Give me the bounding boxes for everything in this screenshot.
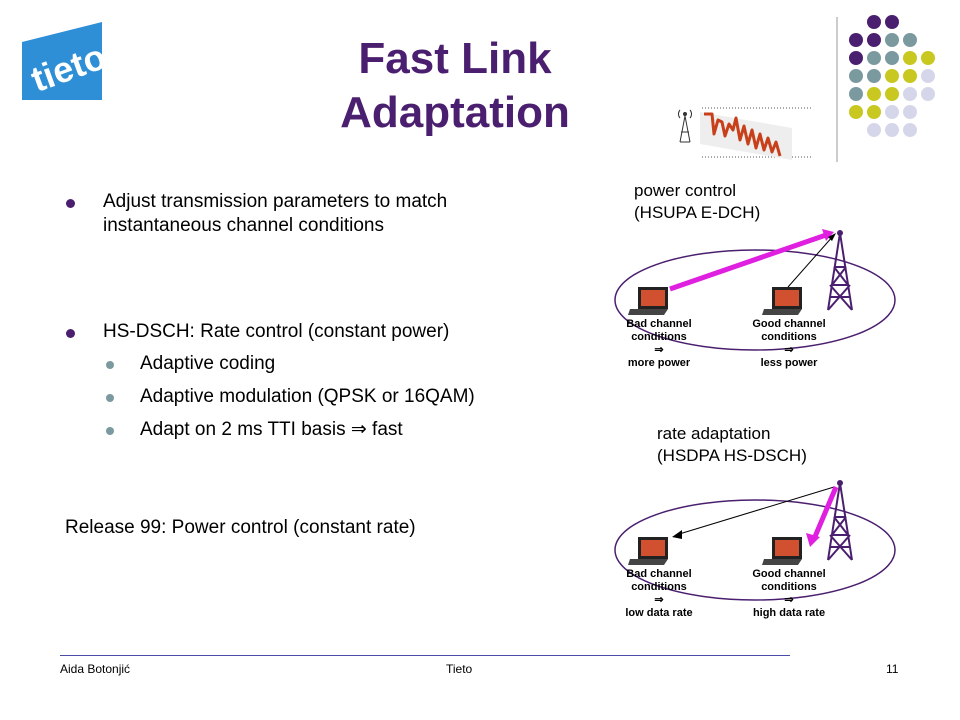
rate-adaptation-line-1: rate adaptation [657, 424, 771, 443]
label-line: Bad channel [626, 568, 692, 580]
power-control-line-2: (HSUPA E-DCH) [634, 203, 761, 222]
base-station-tower-icon [827, 230, 853, 311]
sub-bullet-item: Adapt on 2 ms TTI basis ⇒ fast [106, 418, 560, 442]
signal-fading-illustration [672, 100, 817, 162]
footer-company: Tieto [446, 662, 473, 676]
bullet-item: HS-DSCH: Rate control (constant power) [66, 320, 543, 344]
rate-adaptation-line-2: (HSDPA HS-DSCH) [657, 446, 807, 465]
base-station-tower-icon [827, 480, 853, 561]
sub-bullet-text: Adaptive coding [140, 353, 276, 374]
label-line: less power [760, 357, 818, 369]
bullet-item: Adjust transmission parameters to match … [66, 190, 543, 238]
power-control-diagram [600, 225, 900, 355]
label-line: more power [627, 357, 691, 369]
rate-adaptation-diagram [600, 475, 900, 605]
label-line: ⇒ [784, 594, 794, 606]
release-note: Release 99: Power control (constant rate… [65, 516, 525, 540]
label-line: ⇒ [654, 344, 664, 356]
label-line: conditions [761, 331, 817, 343]
sub-bullet-item: Adaptive modulation (QPSK or 16QAM) [106, 385, 560, 409]
sub-bullet-text: Adapt on 2 ms TTI basis ⇒ fast [140, 419, 403, 440]
bullet-dot [66, 329, 75, 338]
bottom-bad-channel-label: Bad channel conditions ⇒ low data rate [604, 568, 714, 620]
page-title: Fast Link Adaptation [290, 32, 620, 140]
top-good-channel-label: Good channel conditions ⇒ less power [734, 318, 844, 370]
label-line: ⇒ [654, 594, 664, 606]
bottom-good-channel-label: Good channel conditions ⇒ high data rate [734, 568, 844, 620]
title-line-1: Fast Link [358, 34, 552, 83]
release-note-text: Release 99: Power control (constant rate… [65, 517, 416, 538]
decorative-dot-grid [832, 12, 952, 162]
label-line: ⇒ [784, 344, 794, 356]
bullet-text: HS-DSCH: Rate control (constant power) [103, 321, 450, 342]
laptop-bad-channel-icon [628, 287, 668, 315]
sub-bullet-item: Adaptive coding [106, 352, 560, 376]
sub-bullet-dot [106, 361, 114, 369]
laptop-good-channel-icon [762, 287, 802, 315]
footer-divider [60, 655, 790, 656]
tieto-logo: tieto [22, 22, 111, 100]
title-line-2: Adaptation [340, 88, 570, 137]
power-control-label: power control (HSUPA E-DCH) [634, 180, 834, 224]
power-control-line-1: power control [634, 181, 737, 200]
label-line: conditions [631, 581, 687, 593]
label-line: conditions [761, 581, 817, 593]
label-line: Good channel [752, 318, 826, 330]
label-line: conditions [631, 331, 687, 343]
antenna-icon [678, 109, 692, 143]
top-bad-channel-label: Bad channel conditions ⇒ more power [604, 318, 714, 370]
laptop-bad-channel-icon [628, 537, 668, 565]
bullet-text: Adjust transmission parameters to match … [103, 191, 448, 236]
rate-adaptation-label: rate adaptation (HSDPA HS-DSCH) [657, 423, 877, 467]
label-line: high data rate [752, 607, 826, 619]
footer-page-number: 11 [886, 662, 899, 676]
label-line: Bad channel [626, 318, 692, 330]
footer-author: Aida Botonjić [60, 662, 131, 676]
sub-bullet-dot [106, 427, 114, 435]
bullet-dot [66, 199, 75, 208]
label-line: Good channel [752, 568, 826, 580]
laptop-good-channel-icon [762, 537, 802, 565]
label-line: low data rate [625, 607, 693, 619]
sub-bullet-dot [106, 394, 114, 402]
sub-bullet-text: Adaptive modulation (QPSK or 16QAM) [140, 386, 475, 407]
